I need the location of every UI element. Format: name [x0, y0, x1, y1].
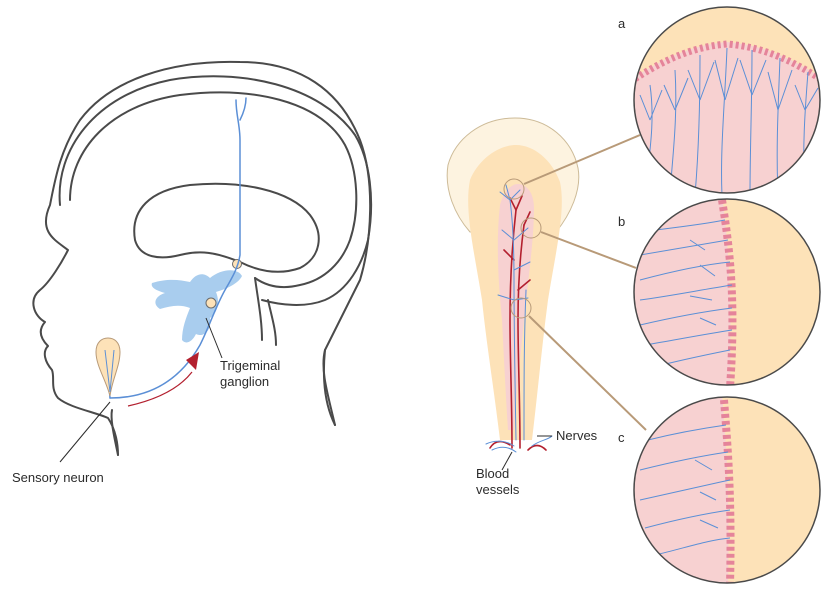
signal-arrow — [127, 352, 199, 407]
ganglion-pointer — [205, 317, 223, 359]
panel-label-b: b — [618, 214, 626, 229]
magnified-panel-a — [633, 6, 821, 194]
blood-vessels-label: Blood vessels — [476, 466, 519, 498]
panel-label-c: c — [618, 430, 625, 445]
blood-label-line1: Blood — [476, 466, 510, 481]
blood-vessels — [489, 195, 547, 451]
vessels-pointer — [501, 451, 513, 471]
trigeminal-ganglion-shape — [151, 259, 242, 343]
blood-label-line2: vessels — [476, 482, 520, 497]
magnified-panel-c — [633, 396, 821, 584]
trigeminal-label-line1: Trigeminal — [220, 358, 281, 373]
sensory-neuron-label: Sensory neuron — [12, 470, 104, 485]
trigeminal-label-line2: ganglion — [220, 374, 270, 389]
connector-lines — [523, 134, 647, 431]
panel-label-a: a — [618, 16, 626, 31]
head-outline — [32, 60, 373, 456]
sensory-neuron-pointer — [59, 401, 111, 463]
magnify-markers — [503, 178, 542, 319]
tooth-nerves — [485, 184, 553, 453]
head-tooth-icon — [95, 337, 121, 397]
trigeminal-ganglion-label: Trigeminal ganglion — [220, 358, 280, 390]
nerves-label: Nerves — [556, 428, 598, 443]
sensory-neuron-pathway — [107, 97, 247, 399]
tooth-crown-root — [446, 117, 580, 440]
magnified-panel-b — [633, 198, 821, 386]
